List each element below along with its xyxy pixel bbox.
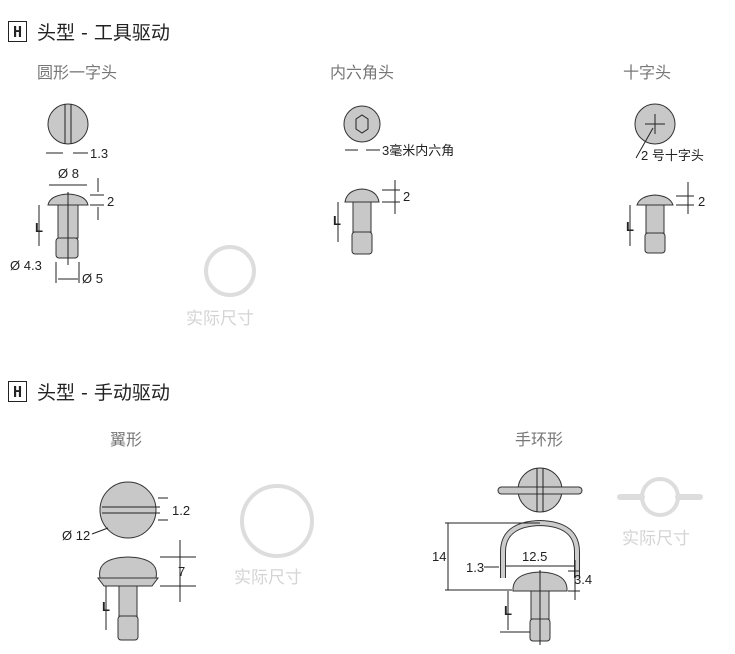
dim-length: L bbox=[333, 213, 341, 228]
badge-h: H bbox=[8, 381, 27, 402]
actual-size-label: 实际尺寸 bbox=[622, 529, 690, 549]
type-title-wing: 翼形 bbox=[110, 430, 143, 449]
hex-drawing: 3毫米内六角 2 L bbox=[333, 105, 454, 255]
actual-size-ring-icon bbox=[617, 477, 703, 517]
dim-length: L bbox=[102, 599, 110, 614]
type-title-round-slotted: 圆形一字头 bbox=[37, 63, 118, 82]
section-title: 头型 - 工具驱动 bbox=[37, 22, 170, 44]
dim-head-h: 2 bbox=[698, 194, 705, 209]
ring-drawing: 14 12.5 1.3 3.4 L bbox=[432, 467, 592, 645]
actual-size-label: 实际尺寸 bbox=[186, 309, 254, 329]
wing-drawing: 1.2 Ø 12 7 L bbox=[62, 481, 196, 641]
dim-length: L bbox=[626, 219, 634, 234]
dim-head-h: 2 bbox=[403, 189, 410, 204]
section-header-hand-driven: H 头型 - 手动驱动 bbox=[8, 378, 170, 405]
actual-size-label: 实际尺寸 bbox=[234, 568, 302, 588]
section-header-tool-driven: H 头型 - 工具驱动 bbox=[8, 18, 170, 45]
dim-shank-dia: Ø 4.3 bbox=[10, 258, 42, 273]
type-title-cross: 十字头 bbox=[623, 63, 672, 82]
section-title: 头型 - 手动驱动 bbox=[37, 382, 170, 404]
dim-slot: 1.3 bbox=[90, 146, 108, 161]
dim-wire: 1.3 bbox=[466, 560, 484, 575]
dim-head-h: 3.4 bbox=[574, 572, 592, 587]
dim-head-dia: Ø 12 bbox=[62, 528, 90, 543]
dim-slot: 1.2 bbox=[172, 503, 190, 518]
dim-end-dia: Ø 5 bbox=[82, 271, 103, 286]
type-title-hex: 内六角头 bbox=[330, 63, 395, 82]
dim-hex: 3毫米内六角 bbox=[382, 143, 454, 158]
badge-h: H bbox=[8, 21, 27, 42]
dim-height: 14 bbox=[432, 549, 446, 564]
dim-ring-width: 12.5 bbox=[522, 549, 547, 564]
dim-head-dia: Ø 8 bbox=[58, 166, 79, 181]
type-title-ring: 手环形 bbox=[515, 430, 564, 449]
dim-head-h: 7 bbox=[178, 564, 185, 579]
actual-size-circle bbox=[240, 484, 314, 558]
cross-drawing: 2 号十字头 2 L bbox=[626, 103, 705, 254]
dim-length: L bbox=[35, 220, 43, 235]
actual-size-circle bbox=[204, 245, 256, 297]
dim-cross: 2 号十字头 bbox=[641, 148, 704, 163]
dim-head-h: 2 bbox=[107, 194, 114, 209]
dim-length: L bbox=[504, 603, 512, 618]
round-slotted-drawing: 1.3 Ø 8 2 L Ø 4.3 Ø 5 bbox=[10, 103, 114, 286]
